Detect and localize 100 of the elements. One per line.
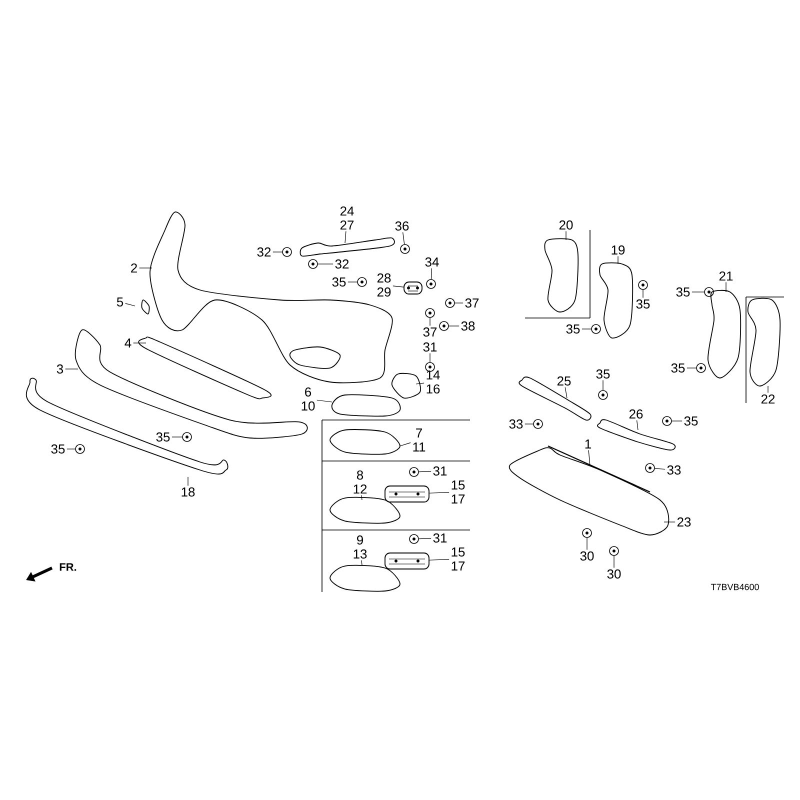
callout-number: 35 xyxy=(332,277,346,287)
clip-icon xyxy=(638,280,648,290)
leader-line xyxy=(636,420,638,430)
leader-line xyxy=(418,538,432,540)
leader-line xyxy=(316,400,332,402)
callout-number: 35 xyxy=(51,444,65,454)
clip-icon xyxy=(662,416,672,426)
callout-number: 8 12 xyxy=(354,470,367,494)
callout-number: 37 xyxy=(465,298,479,308)
leader-line xyxy=(172,436,182,438)
leader-line xyxy=(344,230,346,244)
callout-number: 3 xyxy=(56,364,64,374)
callout-number: 37 xyxy=(423,327,437,337)
callout-number: 35 xyxy=(671,363,685,373)
clip-icon xyxy=(425,362,435,372)
bracket-drawing xyxy=(404,282,422,294)
leader-line xyxy=(133,342,146,344)
callout-number: 34 xyxy=(425,257,439,267)
callout-number: 32 xyxy=(257,247,271,257)
callout-number: 26 xyxy=(629,409,643,419)
clip-icon xyxy=(308,259,318,269)
callout-number: 33 xyxy=(509,419,523,429)
callout-number: 38 xyxy=(461,321,475,331)
leader-line xyxy=(564,387,568,398)
callout-number: 15 17 xyxy=(452,480,465,504)
callout-number: 24 27 xyxy=(340,206,354,230)
callout-number: 35 xyxy=(684,416,698,426)
callout-number: 30 xyxy=(580,551,594,561)
leader-line xyxy=(416,382,424,384)
clip-icon xyxy=(400,244,410,254)
clip-icon xyxy=(609,546,619,556)
clip-icon xyxy=(696,363,706,373)
leader-line xyxy=(125,303,136,306)
clip-icon xyxy=(357,277,367,287)
clip-icon xyxy=(409,534,419,544)
callout-number: 35 xyxy=(636,299,650,309)
callout-number: 15 17 xyxy=(452,548,465,570)
leader-line xyxy=(418,471,432,472)
clip-icon xyxy=(409,467,419,477)
callout-number: 35 xyxy=(596,369,610,379)
clip-icon xyxy=(282,247,292,257)
leader-line xyxy=(361,494,362,500)
callout-number: 22 xyxy=(761,394,775,404)
clip-icon xyxy=(445,298,455,308)
callout-number: 25 xyxy=(557,376,571,386)
callout-number: 23 xyxy=(677,517,691,527)
drawing-code: T7BVB4600 xyxy=(710,584,759,590)
lamp-drawing xyxy=(384,552,430,570)
callout-number: 14 16 xyxy=(426,370,440,394)
leader-line xyxy=(66,448,76,450)
callout-number: 31 xyxy=(423,342,437,352)
callout-number: 33 xyxy=(667,465,681,475)
callout-number: 31 xyxy=(433,533,447,543)
callout-number: 6 10 xyxy=(302,387,315,411)
clip-icon xyxy=(645,463,655,473)
leader-line xyxy=(654,468,666,470)
leader-line xyxy=(642,290,644,298)
callout-number: 32 xyxy=(335,259,349,269)
callout-number: 2 xyxy=(131,263,137,273)
callout-number: 4 xyxy=(124,338,132,348)
callout-number: 9 13 xyxy=(354,535,367,559)
callout-number: 1 xyxy=(585,440,591,448)
clip-icon xyxy=(425,308,435,318)
leader-line xyxy=(588,450,590,466)
leader-line xyxy=(454,302,464,304)
leader-line xyxy=(582,328,592,330)
leader-line xyxy=(430,268,432,280)
callout-number: 36 xyxy=(395,221,409,231)
callout-number: 28 29 xyxy=(377,273,391,297)
leader-line xyxy=(361,560,362,566)
leader-line xyxy=(429,492,450,494)
clip-icon xyxy=(582,528,592,538)
callout-number: 35 xyxy=(566,324,580,334)
clip-icon xyxy=(182,432,192,442)
leader-line xyxy=(65,368,78,370)
callout-number: 31 xyxy=(433,466,447,476)
clip-icon xyxy=(598,390,608,400)
callout-number: 18 xyxy=(182,487,195,497)
leader-line xyxy=(402,232,405,244)
callout-number: 35 xyxy=(676,287,690,297)
callout-number: 19 xyxy=(612,245,625,255)
callout-number: 30 xyxy=(607,569,621,579)
clip-icon xyxy=(591,324,601,334)
clip-icon xyxy=(439,321,449,331)
lamp-drawing xyxy=(384,486,430,502)
leader-line xyxy=(400,442,411,446)
leader-line xyxy=(602,380,604,390)
clip-icon xyxy=(533,419,543,429)
callout-number: 35 xyxy=(156,432,170,442)
clip-icon xyxy=(704,287,714,297)
direction-label: FR. xyxy=(60,563,76,571)
callout-number: 20 xyxy=(559,220,573,230)
leader-line xyxy=(392,286,404,288)
callout-number: 7 11 xyxy=(413,428,426,452)
leader-line xyxy=(586,538,588,550)
callout-number: 5 xyxy=(116,297,124,307)
clip-icon xyxy=(426,279,436,289)
callout-number: 21 xyxy=(719,271,733,281)
clip-icon xyxy=(75,444,85,454)
leader-line xyxy=(672,420,682,422)
